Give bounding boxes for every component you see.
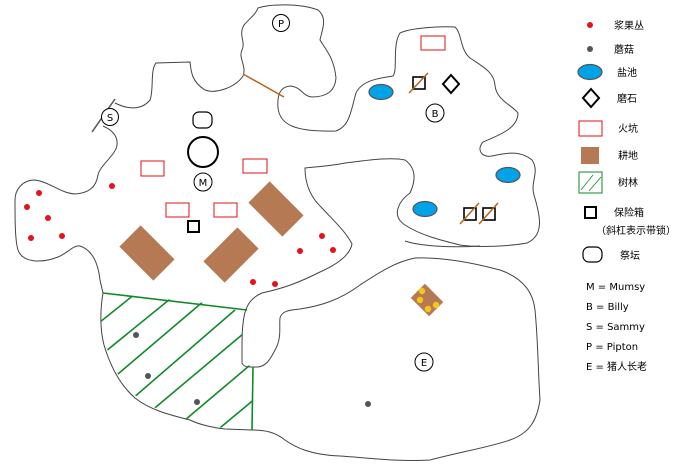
legend-item-fire-pit: 火坑: [578, 120, 638, 137]
altar: [192, 111, 213, 129]
svg-text:浆果丛: 浆果丛: [614, 19, 644, 32]
safe-icon: [584, 206, 597, 219]
fire-pit: [213, 202, 238, 218]
berry-bush: [36, 190, 42, 196]
mushroom-icon: [587, 46, 593, 52]
altar-icon: [582, 246, 603, 263]
forest-area: [100, 292, 254, 431]
svg-text:M: M: [199, 178, 208, 189]
label-sammy[interactable]: S: [101, 108, 119, 126]
fire-pit: [242, 158, 268, 174]
safe: [187, 220, 200, 233]
svg-text:P = Pipton: P = Pipton: [586, 342, 638, 353]
svg-text:（斜杠表示带锁）: （斜杠表示带锁）: [596, 224, 676, 237]
legend-item-mushroom: 蘑菇: [587, 43, 634, 56]
svg-text:E: E: [421, 358, 427, 369]
grindstone: [441, 73, 461, 95]
label-pipton[interactable]: P: [272, 14, 290, 32]
legend-item-berry: 浆果丛: [587, 19, 644, 32]
legend: 浆果丛 蘑菇 盐池 磨石 火坑 耕地 树林: [577, 19, 676, 373]
svg-text:耕地: 耕地: [618, 149, 638, 162]
farm-icon: [581, 147, 599, 164]
svg-text:祭坛: 祭坛: [620, 250, 640, 262]
berry-bush: [24, 204, 30, 210]
legend-item-forest: 树林: [578, 171, 638, 194]
svg-text:火坑: 火坑: [618, 122, 638, 135]
label-mumsy[interactable]: M: [193, 172, 213, 192]
label-billy[interactable]: B: [425, 103, 445, 123]
berry-bush: [59, 233, 65, 239]
elder-region-outline: [241, 257, 541, 462]
berry-bush: [109, 183, 115, 189]
main-region-outline: [114, 4, 540, 308]
legend-item-safe: 保险箱 （斜杠表示带锁）: [584, 206, 676, 237]
svg-text:磨石: 磨石: [617, 93, 637, 105]
svg-text:M = Mumsy: M = Mumsy: [586, 282, 645, 293]
svg-text:树林: 树林: [618, 176, 638, 189]
label-elder[interactable]: E: [414, 352, 434, 372]
legend-item-salt-pond: 盐池: [577, 63, 637, 81]
fire-pit: [140, 160, 165, 177]
berry-bush: [330, 247, 336, 253]
salt-pond: [368, 83, 394, 101]
svg-text:S: S: [107, 113, 113, 124]
forest-icon: [578, 171, 603, 194]
salt-pond: [495, 166, 521, 184]
svg-text:盐池: 盐池: [617, 66, 637, 79]
svg-text:B = Billy: B = Billy: [586, 302, 629, 313]
farm: [248, 181, 304, 237]
svg-text:P: P: [278, 19, 284, 30]
svg-text:B: B: [432, 109, 439, 120]
berry-bush: [297, 248, 303, 254]
mushroom: [133, 332, 139, 338]
south-outline: [100, 292, 253, 431]
berry-bush: [45, 215, 51, 221]
main-region-west-outline: [14, 125, 118, 294]
mushroom: [194, 399, 200, 405]
elder-farm: [410, 283, 444, 317]
berry-bush-icon: [587, 22, 593, 28]
legend-item-grindstone: 磨石: [581, 87, 637, 109]
fire-pit: [165, 202, 190, 218]
mushroom: [365, 401, 371, 407]
svg-text:S = Sammy: S = Sammy: [586, 322, 645, 333]
berry-bush: [28, 235, 34, 241]
svg-text:蘑菇: 蘑菇: [614, 43, 634, 56]
legend-key: M = Mumsy B = Billy S = Sammy P = Pipton…: [586, 282, 647, 373]
grindstone-icon: [581, 87, 601, 109]
mushroom: [145, 373, 151, 379]
locked-safe: [459, 202, 480, 225]
berry-bush: [250, 279, 256, 285]
fire-pit: [420, 35, 446, 51]
berry-bush: [319, 233, 325, 239]
locked-safe: [478, 202, 499, 225]
salt-pond: [412, 200, 438, 218]
farm: [203, 227, 259, 283]
legend-item-farm: 耕地: [581, 147, 638, 164]
locked-safe: [408, 72, 429, 94]
salt-pond-icon: [577, 63, 603, 81]
central-circle: [187, 136, 219, 168]
svg-text:保险箱: 保险箱: [614, 206, 644, 219]
fire-pit-icon: [578, 120, 603, 137]
legend-item-altar: 祭坛: [582, 246, 640, 263]
bridge: [242, 73, 285, 98]
farm: [119, 225, 175, 281]
billy-region-bottom-edge: [404, 240, 481, 248]
svg-text:E = 猪人长老: E = 猪人长老: [586, 360, 647, 373]
berry-bush: [272, 281, 278, 287]
